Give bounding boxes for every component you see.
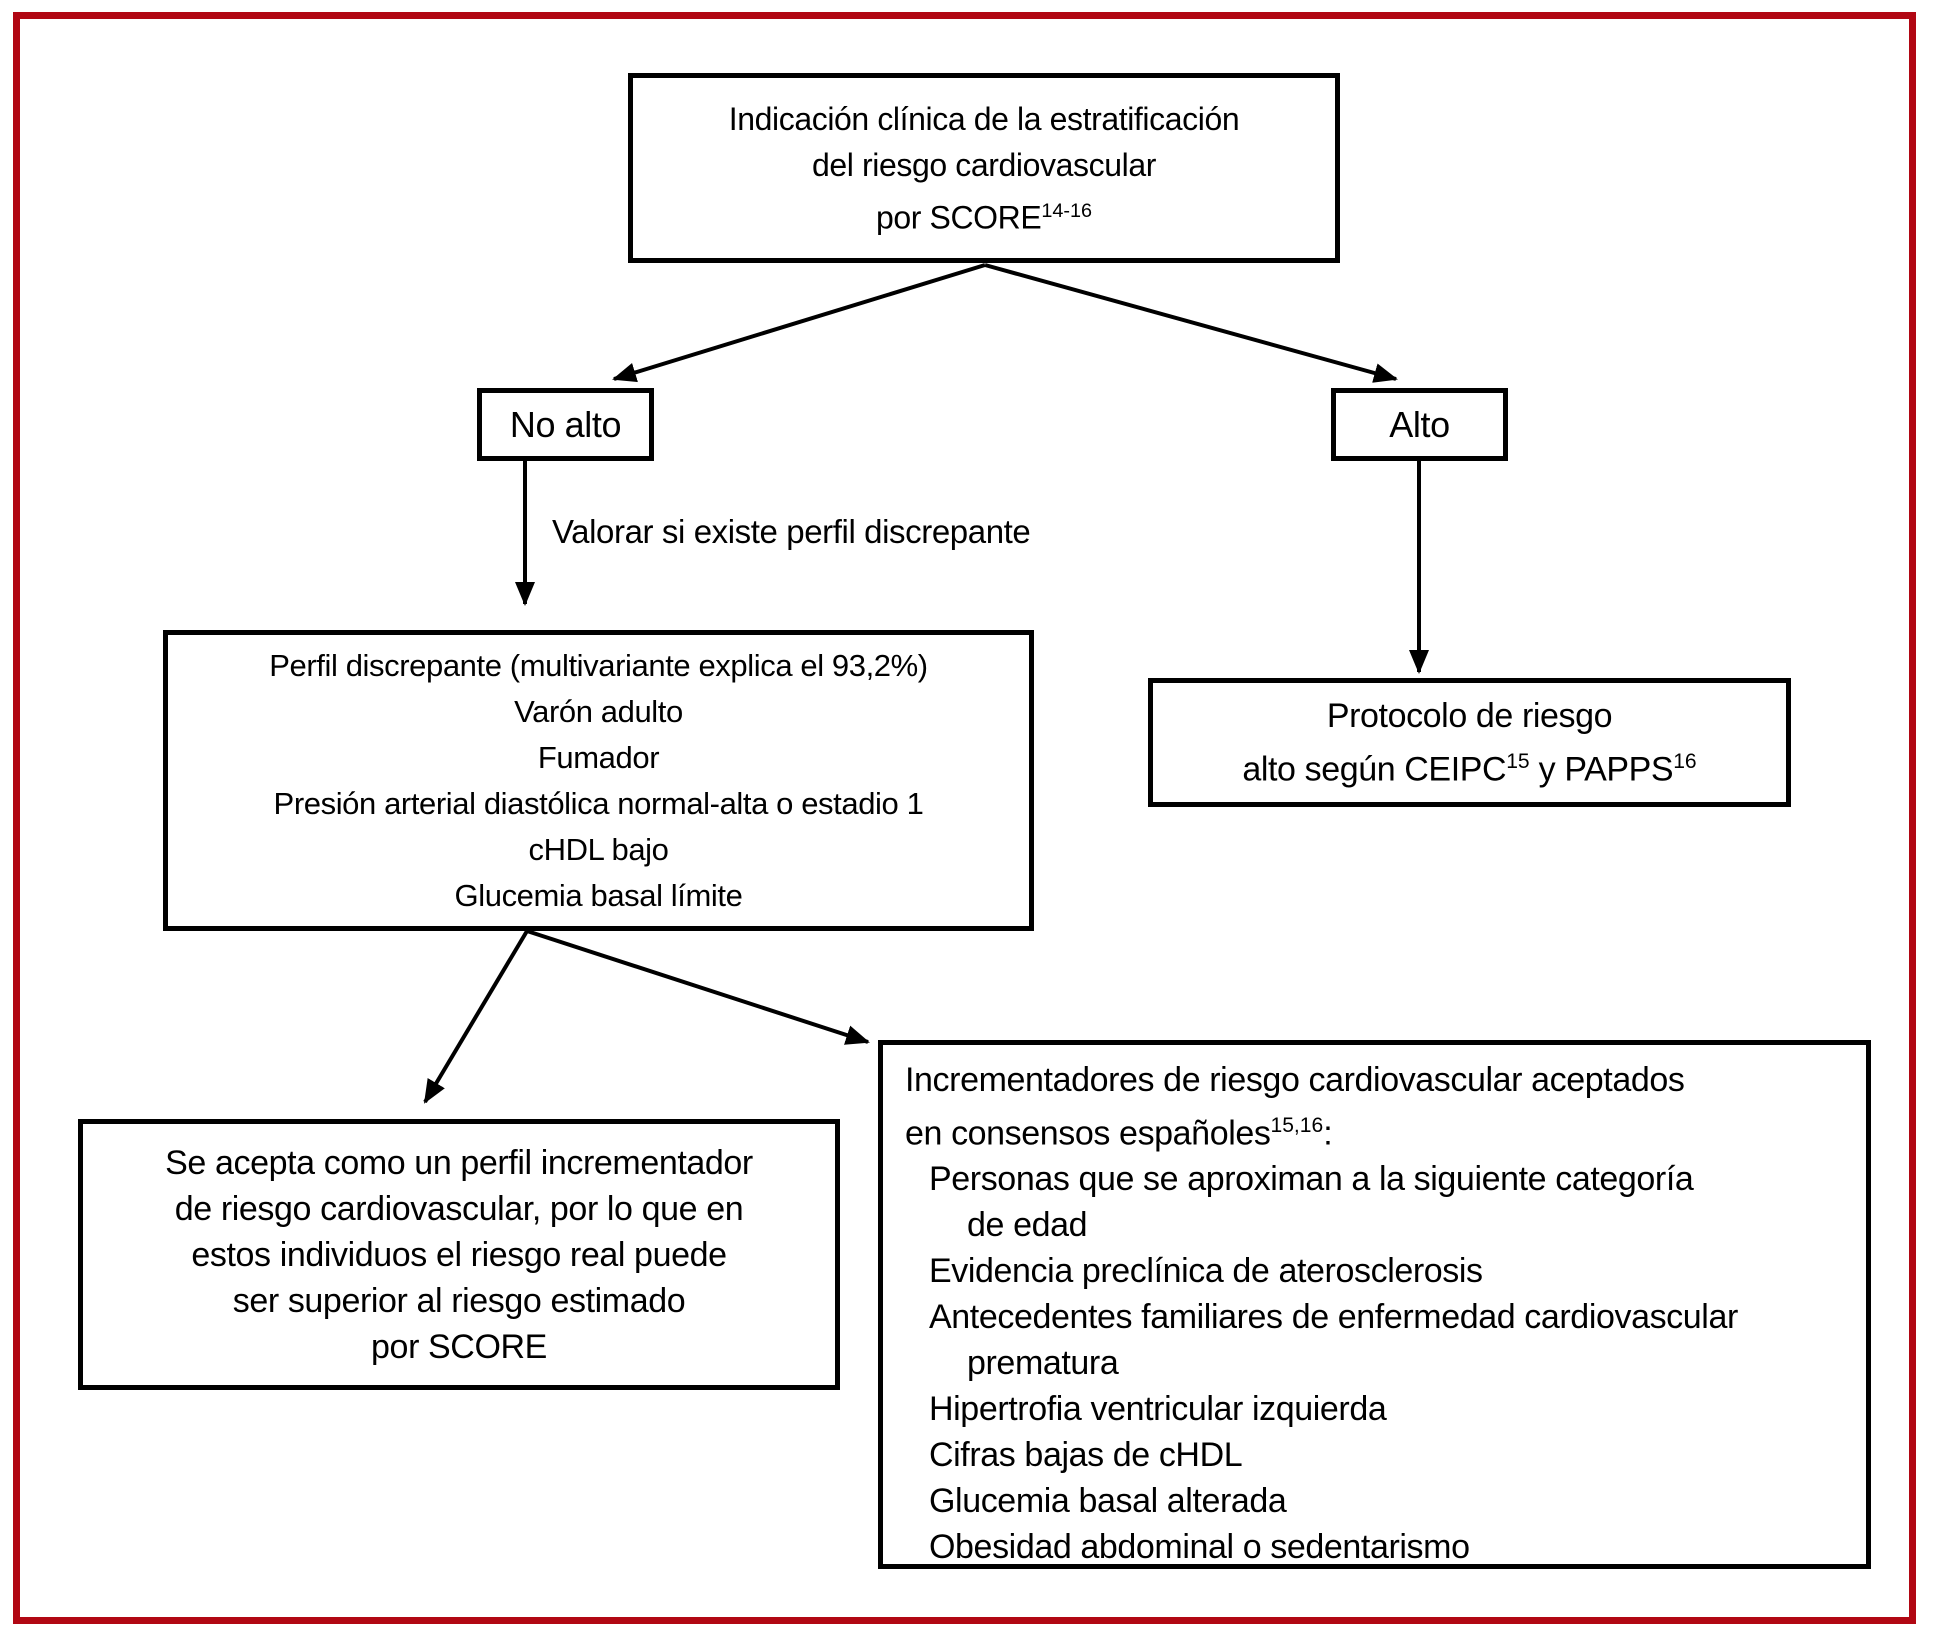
profile-line-3: Fumador	[537, 739, 660, 775]
arrow-top-to-alto	[984, 263, 1398, 383]
accept-line-4: ser superior al riesgo estimado	[232, 1281, 686, 1320]
incrementers-header-2: en consensos españoles15,16:	[905, 1114, 1333, 1153]
accept-line-3: estos individuos el riesgo real puede	[191, 1235, 727, 1274]
incrementer-item-continuation: de edad	[967, 1206, 1088, 1245]
reference-superscript: 14-16	[1041, 199, 1093, 222]
incrementer-item: Antecedentes familiares de enfermedad ca…	[929, 1298, 1738, 1337]
box-score-indication: Indicación clínica de la estratificación…	[628, 73, 1340, 263]
profile-line-1: Perfil discrepante (multivariante explic…	[269, 647, 928, 683]
arrow-profile-to-increment	[526, 929, 870, 1045]
box-discrepant-profile: Perfil discrepante (multivariante explic…	[163, 630, 1034, 931]
protocol-line-2: alto según CEIPC15 y PAPPS16	[1242, 749, 1697, 789]
incrementer-item: Personas que se aproximan a la siguiente…	[929, 1160, 1694, 1199]
accept-line-1: Se acepta como un perfil incrementador	[165, 1143, 753, 1182]
incrementer-item: Evidencia preclínica de aterosclerosis	[929, 1252, 1483, 1291]
incrementer-item: Glucemia basal alterada	[929, 1482, 1287, 1521]
reference-superscript: 15,16	[1270, 1114, 1324, 1137]
profile-line-4: Presión arterial diastólica normal-alta …	[273, 785, 924, 821]
accept-line-2: de riesgo cardiovascular, por lo que en	[174, 1189, 744, 1228]
indication-line-1: Indicación clínica de la estratificación	[728, 100, 1240, 137]
box-risk-incrementers: Incrementadores de riesgo cardiovascular…	[878, 1040, 1871, 1569]
no-alto-label: No alto	[509, 403, 622, 445]
protocol-line-1: Protocolo de riesgo	[1326, 696, 1613, 735]
incrementer-item: Cifras bajas de cHDL	[929, 1436, 1243, 1475]
arrow-top-to-no-alto	[612, 263, 986, 383]
box-branch-no-alto: No alto	[477, 388, 654, 461]
indication-line-3: por SCORE14-16	[875, 199, 1093, 236]
incrementer-item-continuation: prematura	[967, 1344, 1119, 1383]
accept-line-5: por SCORE	[371, 1327, 547, 1366]
alto-label: Alto	[1389, 403, 1450, 445]
incrementer-item: Obesidad abdominal o sedentarismo	[929, 1528, 1470, 1567]
incrementer-item: Hipertrofia ventricular izquierda	[929, 1390, 1387, 1429]
box-accepted-increment-profile: Se acepta como un perfil incrementador d…	[78, 1119, 840, 1390]
indication-line-2: del riesgo cardiovascular	[812, 146, 1156, 183]
reference-superscript: 16	[1673, 749, 1697, 773]
profile-line-2: Varón adulto	[514, 693, 683, 729]
profile-line-6: Glucemia basal límite	[454, 877, 743, 913]
box-branch-alto: Alto	[1331, 388, 1508, 461]
arrow-profile-to-accept	[423, 929, 529, 1104]
edge-label-discrepant-profile: Valorar si existe perfil discrepante	[552, 513, 1031, 550]
incrementers-header-1: Incrementadores de riesgo cardiovascular…	[905, 1061, 1685, 1099]
box-high-risk-protocol: Protocolo de riesgo alto según CEIPC15 y…	[1148, 678, 1791, 807]
reference-superscript: 15	[1506, 749, 1530, 773]
profile-line-5: cHDL bajo	[528, 831, 669, 867]
